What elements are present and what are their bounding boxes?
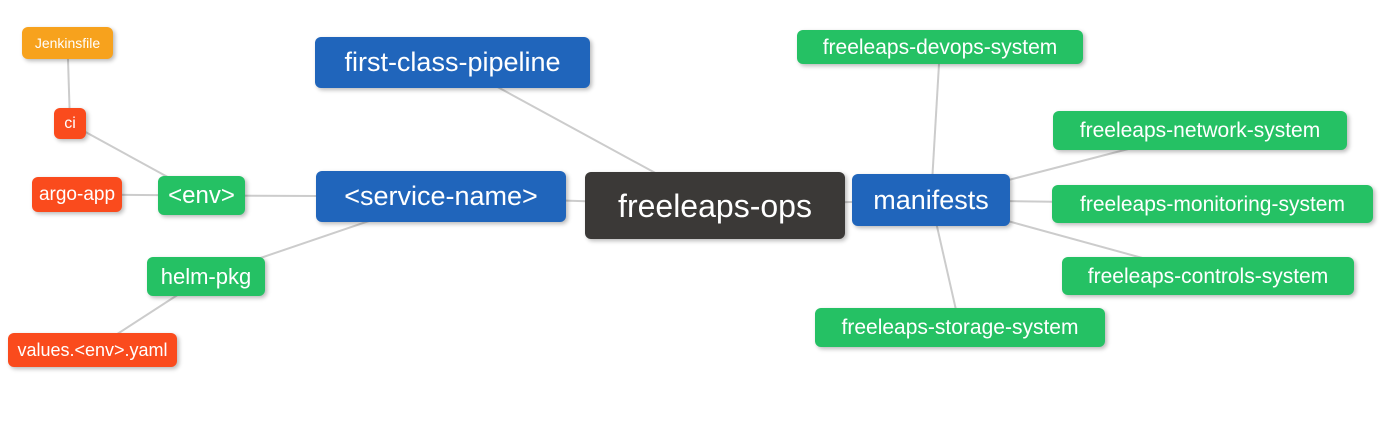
node-freeleaps-ops[interactable]: freeleaps-ops [585, 172, 845, 239]
node-jenkinsfile[interactable]: Jenkinsfile [22, 27, 113, 59]
node-values-env-yaml[interactable]: values.<env>.yaml [8, 333, 177, 367]
node-first-class-pipeline[interactable]: first-class-pipeline [315, 37, 590, 88]
node-helm-pkg[interactable]: helm-pkg [147, 257, 265, 296]
node-freeleaps-controls-system[interactable]: freeleaps-controls-system [1062, 257, 1354, 295]
node-manifests[interactable]: manifests [852, 174, 1010, 226]
node-service-name[interactable]: <service-name> [316, 171, 566, 222]
node-freeleaps-storage-system[interactable]: freeleaps-storage-system [815, 308, 1105, 347]
node-freeleaps-devops-system[interactable]: freeleaps-devops-system [797, 30, 1083, 64]
node-ci[interactable]: ci [54, 108, 86, 139]
node-freeleaps-monitoring-system[interactable]: freeleaps-monitoring-system [1052, 185, 1373, 223]
node-argo-app[interactable]: argo-app [32, 177, 122, 212]
node-freeleaps-network-system[interactable]: freeleaps-network-system [1053, 111, 1347, 150]
node-env[interactable]: <env> [158, 176, 245, 215]
